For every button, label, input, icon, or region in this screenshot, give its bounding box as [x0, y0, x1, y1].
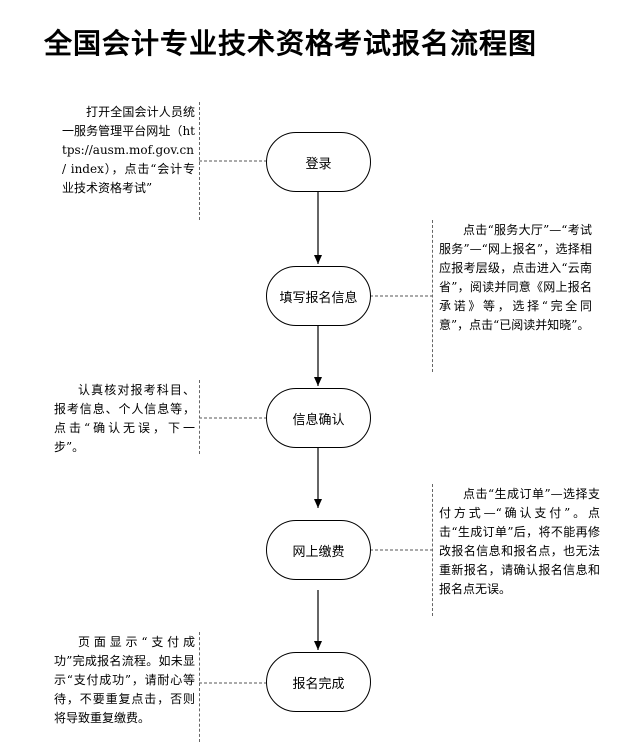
step-fill-info-label: 填写报名信息 — [279, 290, 358, 306]
step-confirm-label: 信息确认 — [292, 412, 345, 428]
step-login-label: 登录 — [305, 156, 332, 172]
note-confirm: 认真核对报考科目、报考信息、个人信息等，点击“确认无误，下一步”。 — [48, 380, 200, 454]
note-done: 页面显示“支付成功”完成报名流程。如未显示“支付成功”，请耐心等待，不要重复点击… — [48, 632, 200, 742]
page-title: 全国会计专业技术资格考试报名流程图 — [44, 27, 538, 60]
step-payment: 网上缴费 — [266, 520, 371, 580]
note-payment: 点击“生成订单”—选择支付方式—“确认支付”。点击“生成订单”后，将不能再修改报… — [432, 484, 604, 616]
step-login: 登录 — [266, 132, 371, 192]
step-confirm: 信息确认 — [266, 388, 371, 448]
note-login: 打开全国会计人员统一服务管理平台网址（https://ausm.mof.gov.… — [56, 102, 200, 220]
step-fill-info: 填写报名信息 — [266, 266, 371, 326]
step-done: 报名完成 — [266, 652, 371, 712]
step-payment-label: 网上缴费 — [292, 544, 345, 560]
note-fill-info: 点击“服务大厅”—“考试服务”—“网上报名”，选择相应报考层级，点击进入“云南省… — [432, 220, 596, 372]
step-done-label: 报名完成 — [292, 676, 345, 692]
